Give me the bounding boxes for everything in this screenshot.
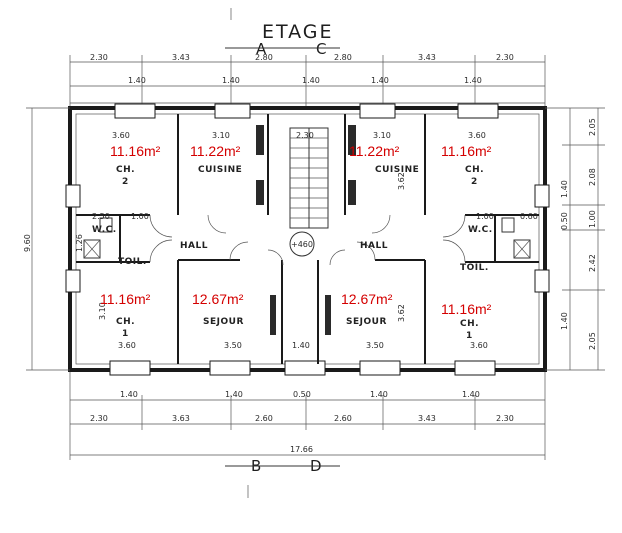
dim-top2-3: 1.40 — [302, 76, 320, 85]
dim-bottom1-3: 0.50 — [293, 390, 311, 399]
room-cuisine-left: CUISINE — [198, 165, 242, 175]
dim-right-1: 2.05 — [588, 118, 597, 136]
area-bottom-left-bedroom: 11.16m² — [100, 291, 151, 307]
dim-small-4: 3.10 — [98, 302, 107, 320]
room-ch1-right: CH. — [460, 319, 479, 329]
room-ch2-left: CH. — [116, 165, 135, 175]
dim-small-8: 1.00 — [476, 212, 494, 221]
dim-total: 17.66 — [290, 445, 313, 454]
dim-top2-2: 1.40 — [222, 76, 240, 85]
level-label: +460 — [291, 240, 313, 249]
section-label-a: A — [256, 40, 267, 58]
dim-bottom2-2: 3.63 — [172, 414, 190, 423]
dim-bottom1-5: 1.40 — [462, 390, 480, 399]
dim-small-3: 1.26 — [75, 234, 84, 252]
dim-ticks-bottom — [69, 372, 546, 460]
dim-top2-1: 1.40 — [128, 76, 146, 85]
dim-small-6: 3.62 — [397, 304, 406, 322]
dim-right-2: 2.08 — [588, 168, 597, 186]
room-wc-left: W.C. — [92, 225, 117, 235]
room-wc-right: W.C. — [468, 225, 493, 235]
dim-top2-5: 1.40 — [464, 76, 482, 85]
room-sejour-right: SEJOUR — [346, 317, 387, 327]
dim-ticks-top — [69, 55, 546, 110]
dim-bottom1-2: 1.40 — [225, 390, 243, 399]
room-ch2-right: CH. — [465, 165, 484, 175]
dim-room-top-1: 3.60 — [112, 131, 130, 140]
room-ch1-right-num: 1 — [466, 331, 473, 341]
room-sejour-left: SEJOUR — [203, 317, 244, 327]
room-hall-right: HALL — [360, 241, 388, 251]
room-hall-left: HALL — [180, 241, 208, 251]
dim-room-bottom-5: 3.60 — [470, 341, 488, 350]
dim-small-5: 3.62 — [397, 172, 406, 190]
dim-top-2: 3.43 — [172, 53, 190, 62]
dim-bottom2-1: 2.30 — [90, 414, 108, 423]
dim-room-top-2: 3.10 — [212, 131, 230, 140]
dim-room-top-3: 2.30 — [296, 131, 314, 140]
area-bottom-right-bedroom: 11.16m² — [441, 301, 492, 317]
dim-bottom2-5: 3.43 — [418, 414, 436, 423]
door-swings — [149, 214, 466, 266]
dim-bottom2-6: 2.30 — [496, 414, 514, 423]
dim-bottom1-1: 1.40 — [120, 390, 138, 399]
room-ch1-left: CH. — [116, 317, 135, 327]
dim-top-4: 2.80 — [334, 53, 352, 62]
area-top-left-bedroom: 11.16m² — [110, 143, 161, 159]
room-ch2-right-num: 2 — [471, 177, 478, 187]
dim-bottom2-4: 2.60 — [334, 414, 352, 423]
staircase — [289, 127, 329, 229]
dim-room-bottom-1: 3.60 — [118, 341, 136, 350]
dim-right-5: 2.05 — [588, 332, 597, 350]
dim-small-7: 0.60 — [520, 212, 538, 221]
dim-ticks-right — [545, 107, 605, 371]
kitchen-counters — [256, 125, 356, 335]
dim-room-bottom-4: 3.50 — [366, 341, 384, 350]
room-ch1-left-num: 1 — [122, 329, 129, 339]
plan-title: ETAGE — [262, 21, 334, 43]
interior-walls — [76, 114, 539, 364]
area-bottom-left-living: 12.67m² — [192, 291, 244, 307]
dim-room-top-4: 3.10 — [373, 131, 391, 140]
dim-top2-4: 1.40 — [371, 76, 389, 85]
area-top-right-kitchen: 11.22m² — [349, 143, 400, 159]
dim-room-bottom-3: 1.40 — [292, 341, 310, 350]
dim-bottom1-4: 1.40 — [370, 390, 388, 399]
dim-right2-2: 0.50 — [560, 212, 569, 230]
level-marker — [289, 231, 315, 257]
room-ch2-left-num: 2 — [122, 177, 129, 187]
dim-bottom2-3: 2.60 — [255, 414, 273, 423]
windows-bottom — [109, 360, 496, 376]
room-cuisine-right: CUISINE — [375, 165, 419, 175]
windows-top — [114, 103, 499, 119]
dim-top-6: 2.30 — [496, 53, 514, 62]
dim-small-2: 2.50 — [92, 212, 110, 221]
dim-top-3: 2.80 — [255, 53, 273, 62]
area-annotations: 11.16m² 11.22m² 11.22m² 11.16m² 11.16m² … — [100, 143, 492, 317]
dim-top-5: 3.43 — [418, 53, 436, 62]
dim-small-1: 1.00 — [131, 212, 149, 221]
sanitary-fixtures — [83, 217, 531, 259]
dim-left-total: 9.60 — [23, 234, 32, 252]
room-toil-right: TOIL. — [460, 263, 489, 273]
windows-sides — [65, 184, 550, 293]
dim-room-top-5: 3.60 — [468, 131, 486, 140]
dim-right2-1: 1.40 — [560, 180, 569, 198]
dim-right-4: 2.42 — [588, 254, 597, 272]
dim-room-bottom-2: 3.50 — [224, 341, 242, 350]
room-toil-left: TOIL. — [118, 257, 147, 267]
area-top-left-kitchen: 11.22m² — [190, 143, 241, 159]
area-bottom-right-living: 12.67m² — [341, 291, 393, 307]
area-top-right-bedroom: 11.16m² — [441, 143, 492, 159]
dim-top-1: 2.30 — [90, 53, 108, 62]
dim-right-3: 1.00 — [588, 210, 597, 228]
section-label-c: C — [316, 40, 326, 58]
dim-right2-3: 1.40 — [560, 312, 569, 330]
